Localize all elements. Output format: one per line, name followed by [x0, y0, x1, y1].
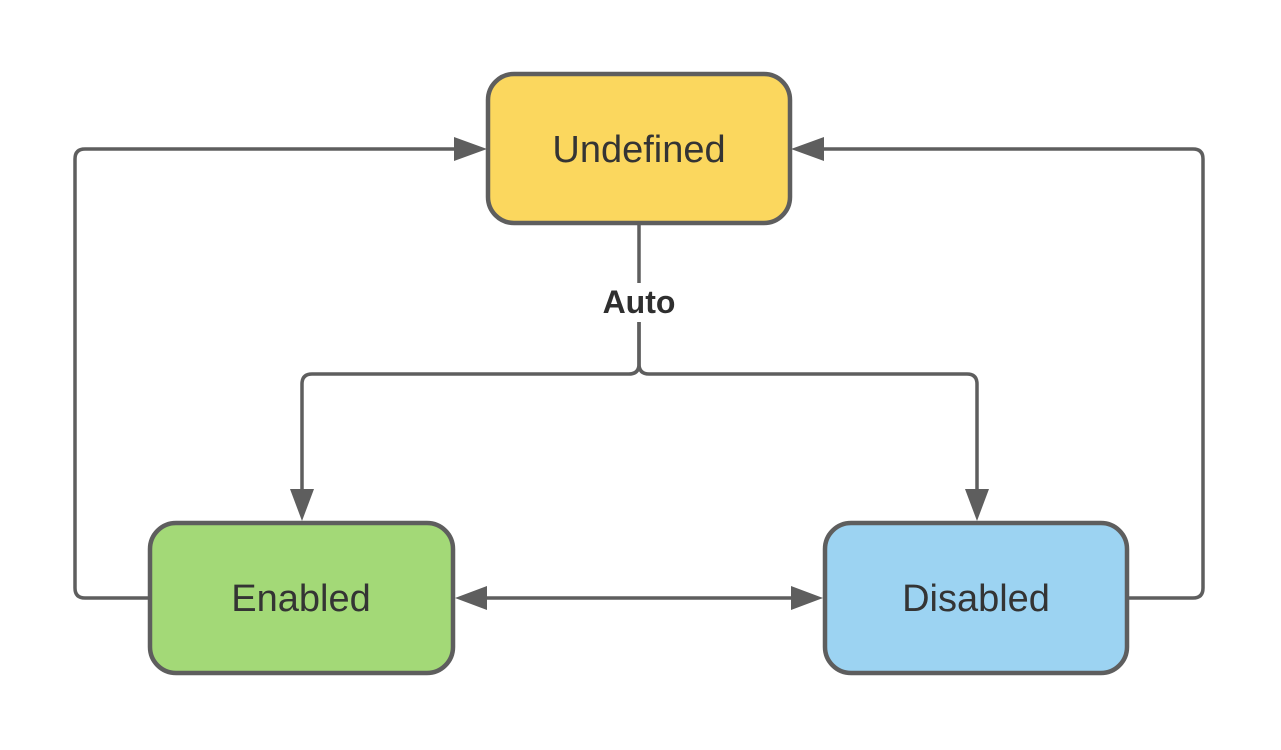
- arrowhead-into-disabled-top: [965, 489, 989, 521]
- arrowhead-into-undefined-left: [454, 137, 487, 161]
- arrowheads: [290, 137, 989, 610]
- edge-disabled-to-undefined: [821, 147, 1205, 600]
- arrowhead-into-undefined-right: [791, 137, 824, 161]
- state-nodes: [147, 71, 1130, 676]
- node-disabled: [822, 520, 1130, 676]
- connector-lines: [73, 147, 1205, 600]
- node-undefined: [485, 71, 793, 226]
- arrowhead-into-enabled-right: [455, 586, 487, 610]
- node-labels: Undefined Enabled Disabled: [231, 129, 1050, 620]
- arrowhead-into-enabled-top: [290, 489, 314, 521]
- node-disabled-label: Disabled: [902, 578, 1050, 620]
- edge-label-auto: Auto: [603, 284, 676, 320]
- node-enabled-label: Enabled: [231, 578, 370, 620]
- node-enabled: [147, 520, 456, 676]
- edge-auto-to-disabled: [637, 322, 979, 489]
- node-undefined-label: Undefined: [552, 129, 725, 171]
- arrowhead-into-disabled-left: [791, 586, 823, 610]
- edge-enabled-to-undefined: [73, 147, 457, 600]
